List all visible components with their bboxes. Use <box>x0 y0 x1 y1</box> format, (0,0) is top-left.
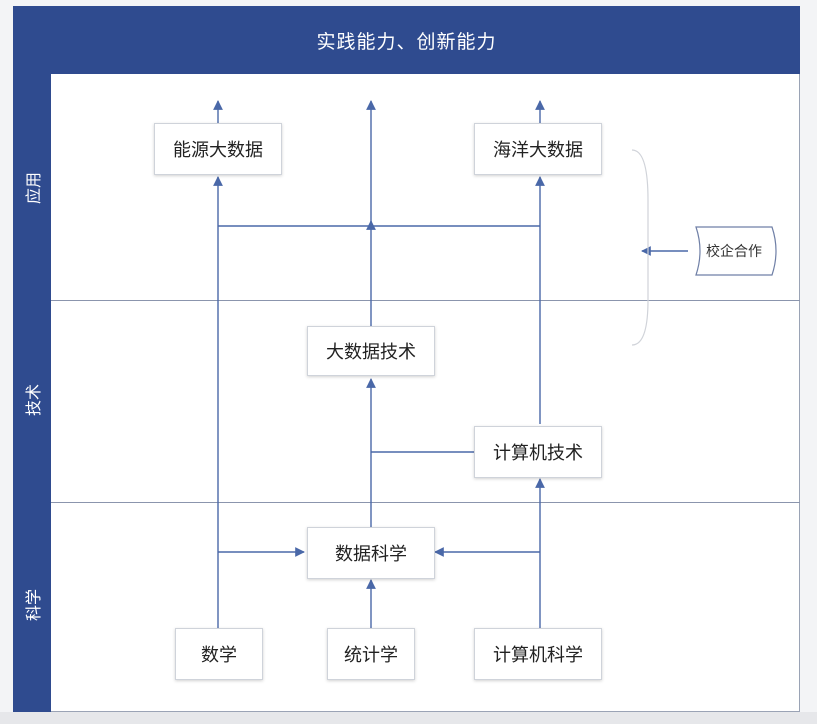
callout-label: 校企合作 <box>706 244 762 260</box>
band-divider-upper <box>51 300 800 301</box>
band-divider-lower <box>51 502 800 503</box>
node-computer-tech: 计算机技术 <box>474 426 602 478</box>
node-big-data-tech: 大数据技术 <box>307 326 435 376</box>
bottom-strip <box>0 712 817 724</box>
node-ocean-big-data: 海洋大数据 <box>474 123 602 175</box>
band-sidebar <box>13 74 51 712</box>
node-statistics: 统计学 <box>327 628 415 680</box>
page-title: 实践能力、创新能力 <box>13 6 800 74</box>
node-computer-science: 计算机科学 <box>474 628 602 680</box>
node-mathematics: 数学 <box>175 628 263 680</box>
application-brace <box>631 149 649 346</box>
callout-shape <box>695 226 777 276</box>
node-data-science: 数据科学 <box>307 527 435 579</box>
node-energy-big-data: 能源大数据 <box>154 123 282 175</box>
